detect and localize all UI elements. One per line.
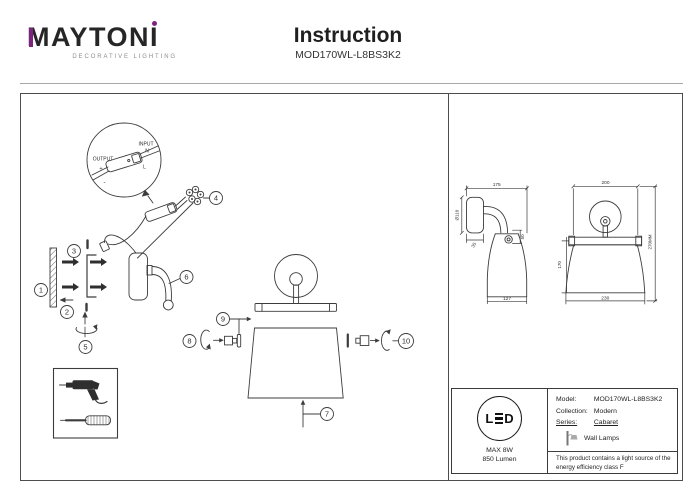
callout-9: 9 — [216, 312, 252, 348]
backplate-assembly — [254, 254, 337, 312]
drill-icon — [59, 380, 108, 404]
callout-5: 5 — [78, 340, 93, 354]
callout-10: 10 — [398, 333, 414, 349]
max-power: MAX 8W — [486, 447, 513, 454]
led-e-bars — [494, 412, 503, 425]
dimension-front-view: 200 170 230 270MM — [557, 180, 658, 305]
dim-200: 200 — [601, 180, 609, 186]
svg-text:9: 9 — [221, 315, 225, 324]
input-label: INPUT — [139, 142, 154, 148]
input-l: L — [143, 165, 146, 171]
spec-row-collection: Collection: Modern — [556, 407, 617, 415]
dim-35: 35 — [470, 241, 477, 248]
spec-series-value: Cabaret — [593, 419, 619, 427]
svg-text:4: 4 — [214, 194, 218, 203]
svg-text:2: 2 — [65, 308, 69, 317]
svg-text:3: 3 — [72, 247, 76, 256]
callout-6: 6 — [179, 270, 194, 284]
svg-text:6: 6 — [184, 273, 188, 282]
luminous-flux: 850 Lumen — [482, 456, 517, 463]
spec-category-value: Wall Lamps — [584, 434, 620, 442]
wall-lamp-icon — [566, 430, 578, 446]
title-block: Instruction MOD170WL-L8BS3K2 — [253, 24, 443, 61]
wall-section — [49, 247, 57, 308]
dim-230: 230 — [601, 295, 609, 301]
callout-3: 3 — [67, 244, 81, 258]
spec-model-value: MOD170WL-L8BS3K2 — [593, 396, 663, 403]
header-divider — [20, 83, 683, 84]
shade-front — [247, 327, 344, 399]
svg-text:5: 5 — [83, 343, 87, 352]
spec-row-series: Series: Cabaret — [556, 419, 619, 427]
callout-2: 2 — [60, 305, 74, 319]
lamp-body-side — [128, 252, 181, 311]
dim-175: 175 — [493, 182, 501, 188]
fastener-left — [200, 329, 238, 350]
page-title: Instruction — [293, 24, 403, 47]
led-logo: L D — [477, 396, 522, 441]
panel-divider — [448, 93, 450, 481]
dimension-side-view: 175 Ø110 35 50 127 — [455, 182, 529, 305]
spec-table: L D MAX 8W 850 Lumen Model: MOD170WL-L8B… — [451, 388, 678, 474]
tools-box — [52, 367, 119, 439]
callout-1: 1 — [34, 283, 48, 297]
brand-name: MAYTONI — [27, 21, 160, 52]
dim-50: 50 — [520, 234, 525, 240]
fastener-right — [346, 329, 399, 351]
spec-info-cell: Model: MOD170WL-L8BS3K2 Collection: Mode… — [548, 389, 677, 473]
screwdriver-icon — [60, 415, 111, 426]
spec-row-category: Wall Lamps — [556, 430, 671, 446]
dim-110: Ø110 — [455, 209, 460, 220]
callout-4: 4 — [209, 191, 223, 205]
output-minus: - — [104, 180, 106, 186]
callout-7: 7 — [300, 399, 334, 428]
brand-tagline: DECORATIVE LIGHTING — [72, 54, 177, 60]
wiring-detail-circle: OUTPUT + - INPUT N L — [86, 122, 162, 198]
wire-nuts — [185, 185, 205, 206]
maytoni-logo: MAYTONI DECORATIVE LIGHTING — [27, 21, 177, 60]
led-driver-unit — [99, 185, 210, 259]
svg-text:7: 7 — [325, 410, 329, 419]
mounting-bracket — [59, 239, 107, 338]
svg-text:8: 8 — [187, 337, 191, 346]
logo-m-accent — [28, 28, 33, 47]
dim-270: 270MM — [648, 234, 653, 249]
svg-text:1: 1 — [39, 286, 43, 295]
output-label: OUTPUT — [93, 157, 114, 163]
spec-row-model: Model: MOD170WL-L8BS3K2 — [556, 396, 663, 403]
technical-drawing: OUTPUT + - INPUT N L — [34, 122, 658, 439]
input-n: N — [145, 149, 149, 155]
callout-8: 8 — [182, 334, 197, 348]
spec-collection-value: Modern — [593, 407, 617, 415]
dim-127: 127 — [503, 296, 511, 302]
dim-170: 170 — [557, 261, 562, 269]
logo-i-dot-icon — [152, 21, 158, 26]
output-plus: + — [99, 166, 102, 172]
energy-note: This product contains a light source of … — [548, 450, 677, 473]
model-number: MOD170WL-L8BS3K2 — [295, 49, 401, 62]
svg-text:10: 10 — [402, 337, 410, 346]
led-cell: L D MAX 8W 850 Lumen — [452, 389, 548, 473]
